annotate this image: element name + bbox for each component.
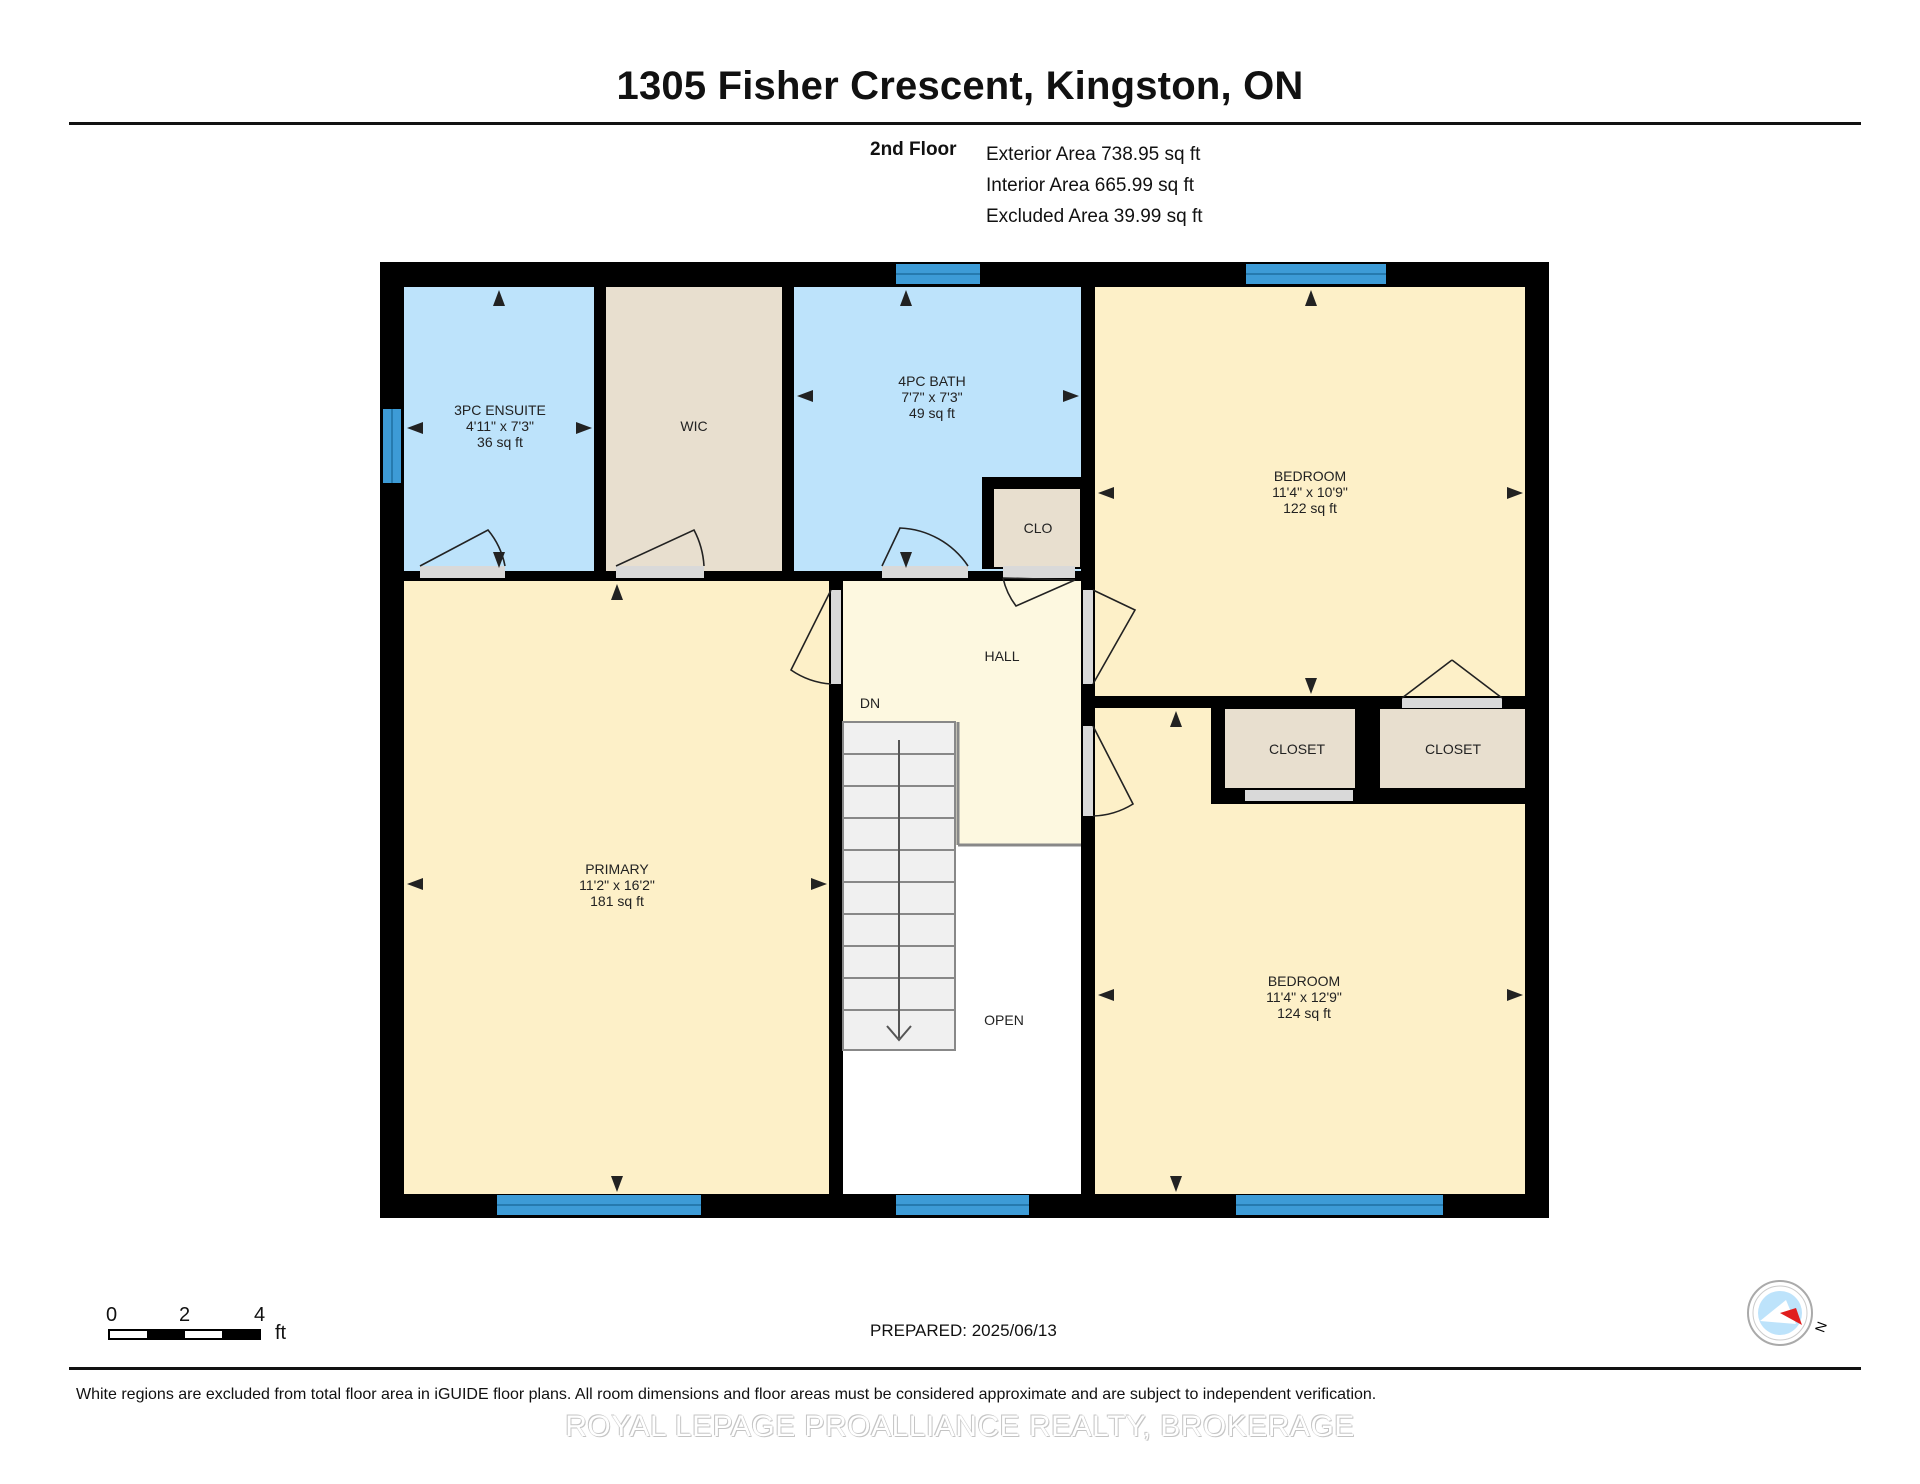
clo-name: CLO bbox=[1024, 520, 1053, 536]
open-name: OPEN bbox=[984, 1012, 1024, 1028]
closet2-name: CLOSET bbox=[1425, 741, 1481, 757]
disclaimer-text: White regions are excluded from total fl… bbox=[76, 1386, 1377, 1403]
scale-tick-2: 2 bbox=[179, 1304, 191, 1326]
ensuite-dims: 4'11" x 7'3" bbox=[466, 418, 534, 434]
closet2-floor bbox=[1380, 709, 1525, 788]
floor-name: 2nd Floor bbox=[870, 139, 957, 160]
dn-label: DN bbox=[860, 695, 880, 711]
clo-floor bbox=[994, 489, 1080, 567]
area-summary: Exterior Area 738.95 sq ft Interior Area… bbox=[986, 139, 1203, 232]
exterior-area: Exterior Area 738.95 sq ft bbox=[986, 144, 1201, 165]
closet1-name: CLOSET bbox=[1269, 741, 1325, 757]
bottom-divider bbox=[69, 1367, 1861, 1370]
bedroom1-area: 122 sq ft bbox=[1283, 500, 1337, 516]
dimension-arrows bbox=[407, 290, 1523, 1192]
bedroom1-dims: 11'4" x 10'9" bbox=[1272, 484, 1348, 500]
wic-floor bbox=[606, 287, 782, 571]
prepared-date: PREPARED: 2025/06/13 bbox=[870, 1321, 1057, 1340]
bath-name: 4PC BATH bbox=[898, 373, 965, 389]
excluded-area: Excluded Area 39.99 sq ft bbox=[986, 206, 1203, 227]
bath-dims: 7'7" x 7'3" bbox=[901, 389, 962, 405]
primary-dims: 11'2" x 16'2" bbox=[579, 877, 655, 893]
door-openings bbox=[420, 566, 1502, 816]
scale-tick-0: 0 bbox=[106, 1304, 118, 1326]
bedroom1-name: BEDROOM bbox=[1274, 468, 1346, 484]
brokerage-watermark: ROYAL LEPAGE PROALLIANCE REALTY, BROKERA… bbox=[565, 1410, 1355, 1443]
wic-name: WIC bbox=[680, 418, 707, 434]
interior-area: Interior Area 665.99 sq ft bbox=[986, 175, 1195, 196]
ensuite-area: 36 sq ft bbox=[477, 434, 523, 450]
scale-bar bbox=[108, 1329, 261, 1340]
hall-name: HALL bbox=[984, 648, 1019, 664]
bedroom2-dims: 11'4" x 12'9" bbox=[1266, 989, 1342, 1005]
primary-floor bbox=[404, 581, 829, 1194]
bath-area: 49 sq ft bbox=[909, 405, 955, 421]
bedroom2-area: 124 sq ft bbox=[1277, 1005, 1331, 1021]
bedroom1-floor bbox=[1095, 287, 1525, 696]
page-title: 1305 Fisher Crescent, Kingston, ON bbox=[616, 64, 1304, 108]
bedroom2-name: BEDROOM bbox=[1268, 973, 1340, 989]
scale-tick-4: 4 bbox=[254, 1304, 266, 1326]
compass-north-letter: N bbox=[1812, 1319, 1830, 1334]
compass-icon: N bbox=[1747, 1280, 1830, 1346]
staircase bbox=[842, 721, 1081, 1051]
primary-name: PRIMARY bbox=[585, 861, 649, 877]
primary-area: 181 sq ft bbox=[590, 893, 644, 909]
top-divider bbox=[69, 122, 1861, 125]
closet1-floor bbox=[1225, 709, 1366, 788]
ensuite-name: 3PC ENSUITE bbox=[454, 402, 546, 418]
scale-unit: ft bbox=[275, 1322, 287, 1344]
ensuite-floor bbox=[404, 287, 594, 571]
door-swings bbox=[419, 527, 1503, 817]
